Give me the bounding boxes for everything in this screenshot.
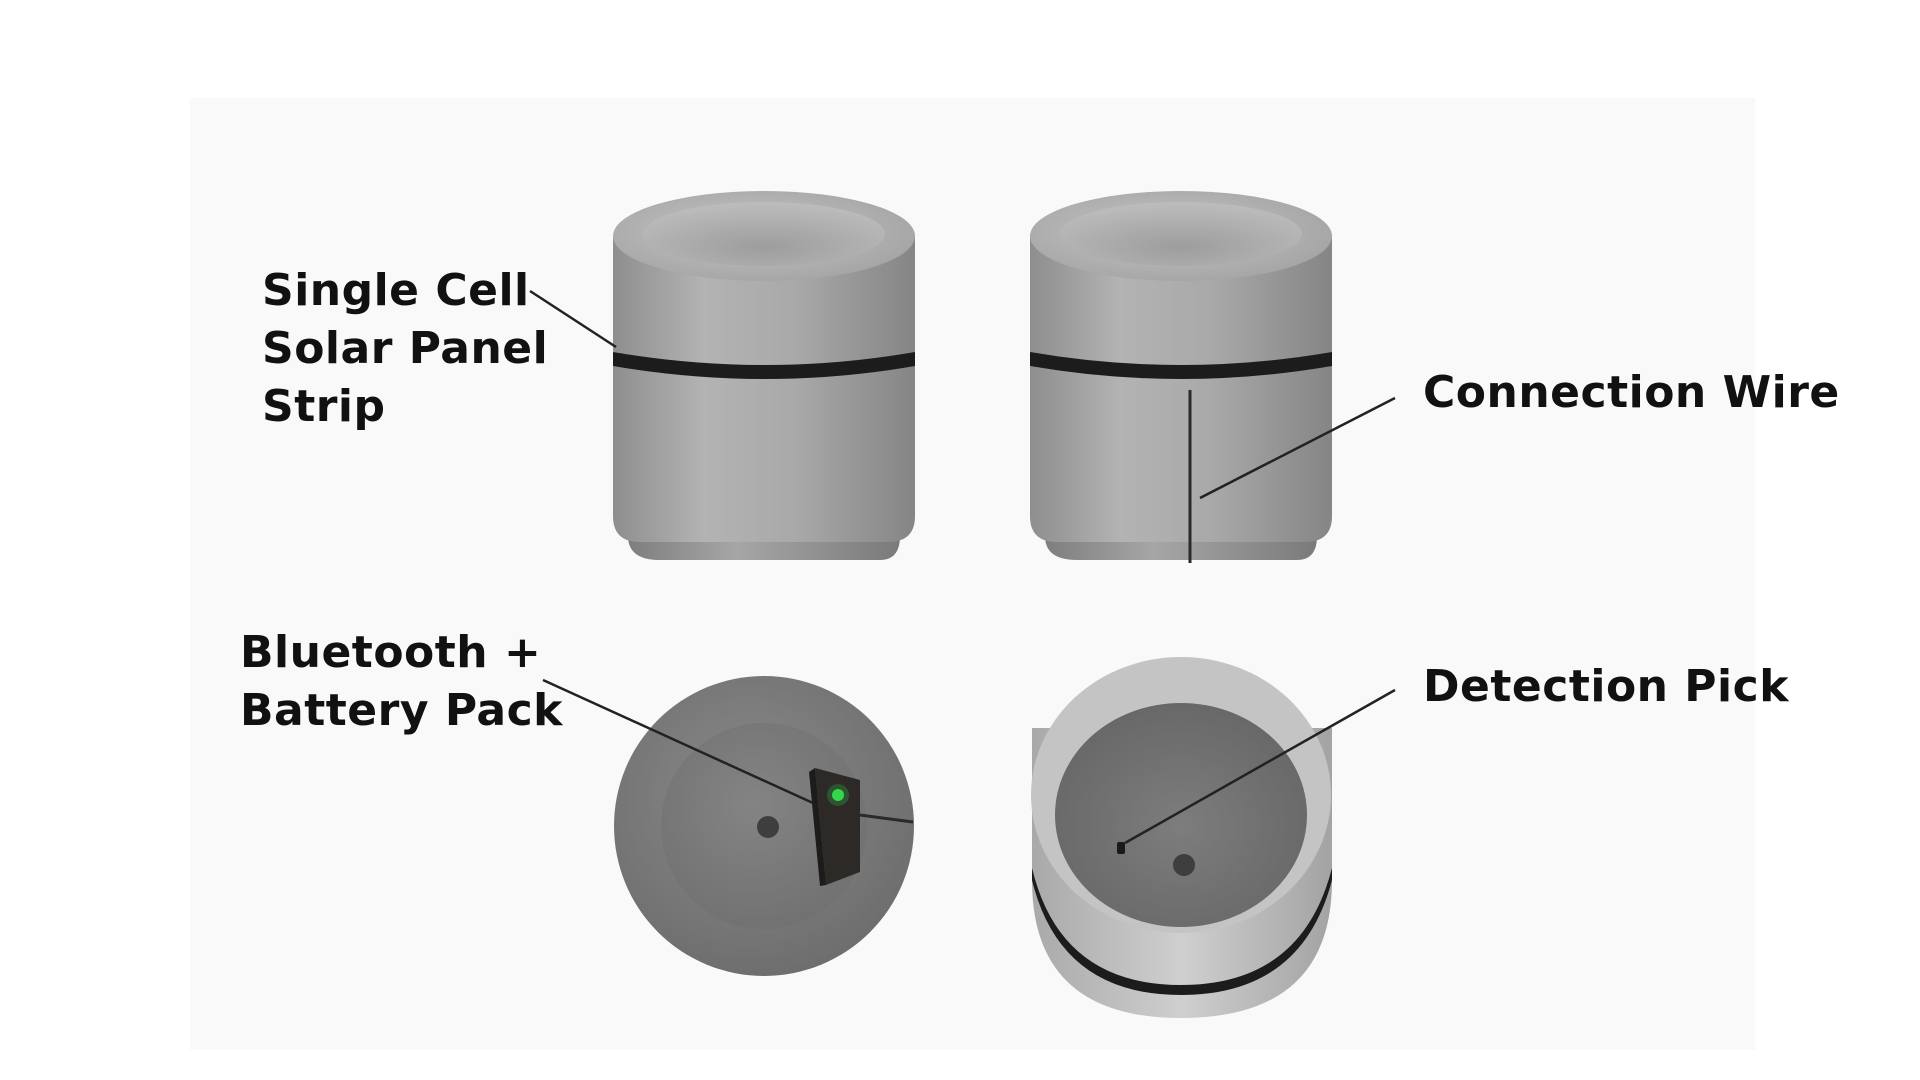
mounting-hole: [1173, 854, 1195, 876]
status-led-glow: [827, 784, 849, 806]
open-cylinder-cavity: [1055, 703, 1307, 927]
status-led: [832, 789, 844, 801]
label-solar-panel-strip: Single Cell Solar Panel Strip: [262, 262, 548, 436]
label-line: Bluetooth +: [240, 627, 542, 678]
battery-wire: [859, 813, 914, 824]
leader-battery-pack: [542, 678, 814, 805]
label-bluetooth-battery-pack: Bluetooth + Battery Pack: [240, 624, 563, 740]
label-line: Battery Pack: [240, 685, 563, 736]
detection-pick: [1117, 842, 1125, 854]
solar-strip-band: [613, 352, 915, 379]
sensor-bottom-view: [614, 676, 914, 976]
sensor-cylinder-solar: [613, 191, 915, 560]
solar-strip-band: [1030, 352, 1332, 379]
leader-solar-panel: [529, 289, 617, 349]
label-line: Detection Pick: [1423, 661, 1789, 712]
label-detection-pick: Detection Pick: [1423, 658, 1789, 716]
battery-pack-side: [809, 768, 826, 886]
mounting-hole: [757, 816, 779, 838]
cylinder-opening: [1060, 202, 1302, 266]
diagram-backdrop: [190, 98, 1755, 1050]
leader-lines: [529, 289, 1396, 845]
label-line: Solar Panel: [262, 323, 549, 374]
label-line: Connection Wire: [1423, 367, 1840, 418]
sensor-cylinder-wire: [1030, 191, 1332, 563]
sensor-open-view: [1031, 657, 1332, 1018]
cylinder-body: [1030, 236, 1332, 542]
label-connection-wire: Connection Wire: [1423, 364, 1840, 422]
battery-pack: [815, 768, 860, 885]
leader-detection-pick: [1124, 688, 1396, 845]
leader-connection-wire: [1199, 396, 1396, 500]
cylinder-body: [613, 236, 915, 542]
label-line: Single Cell: [262, 265, 530, 316]
cylinder-opening: [643, 202, 885, 266]
label-line: Strip: [262, 381, 386, 432]
